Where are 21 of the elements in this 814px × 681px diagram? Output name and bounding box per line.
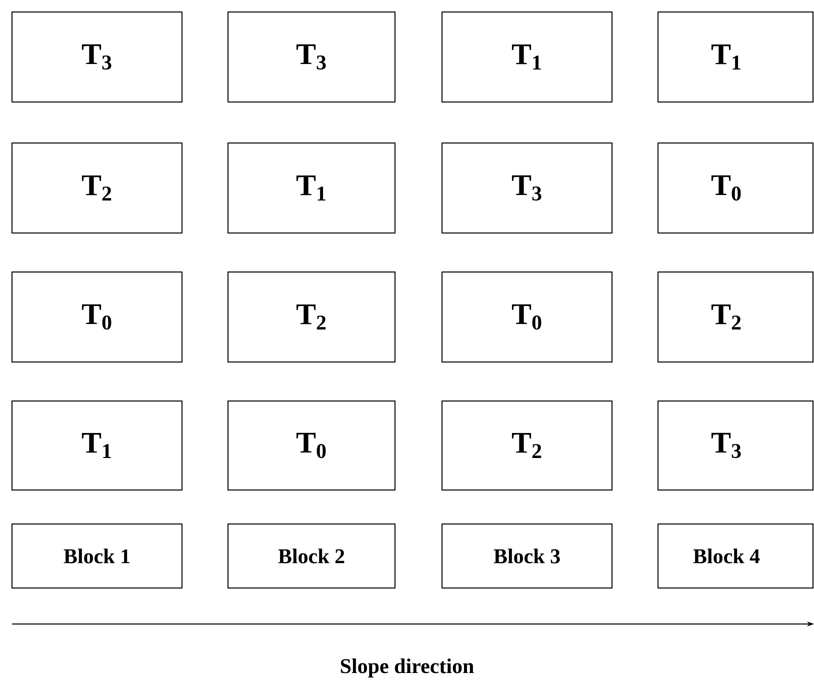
plot-box: T$_{3}$ [12, 12, 182, 102]
block-box: Block 2 [228, 524, 396, 588]
plot-box: T$_{2}$ [228, 272, 396, 362]
plot-box: T$_{1}$ [658, 12, 814, 102]
plot-box: T$_{1}$ [12, 400, 182, 490]
plot-box: T$_{2}$ [658, 272, 814, 362]
block-box: Block 3 [442, 524, 612, 588]
axis-label: Slope direction [340, 658, 474, 678]
plot-box: T$_{2}$ [442, 400, 612, 490]
plot-box: T$_{1}$ [442, 12, 612, 102]
plot-box: T$_{0}$ [658, 142, 814, 234]
plot-box: T$_{0}$ [442, 272, 612, 362]
block-box: Block 1 [12, 524, 182, 588]
plot-box: T$_{2}$ [12, 142, 182, 234]
plot-box: T$_{1}$ [228, 142, 396, 234]
plot-box: T$_{0}$ [228, 400, 396, 490]
plot-box: T$_{3}$ [442, 142, 612, 234]
plot-box: T$_{0}$ [12, 272, 182, 362]
plot-box: T$_{3}$ [658, 400, 814, 490]
plot-box: T$_{3}$ [228, 12, 396, 102]
block-box: Block 4 [658, 524, 814, 588]
